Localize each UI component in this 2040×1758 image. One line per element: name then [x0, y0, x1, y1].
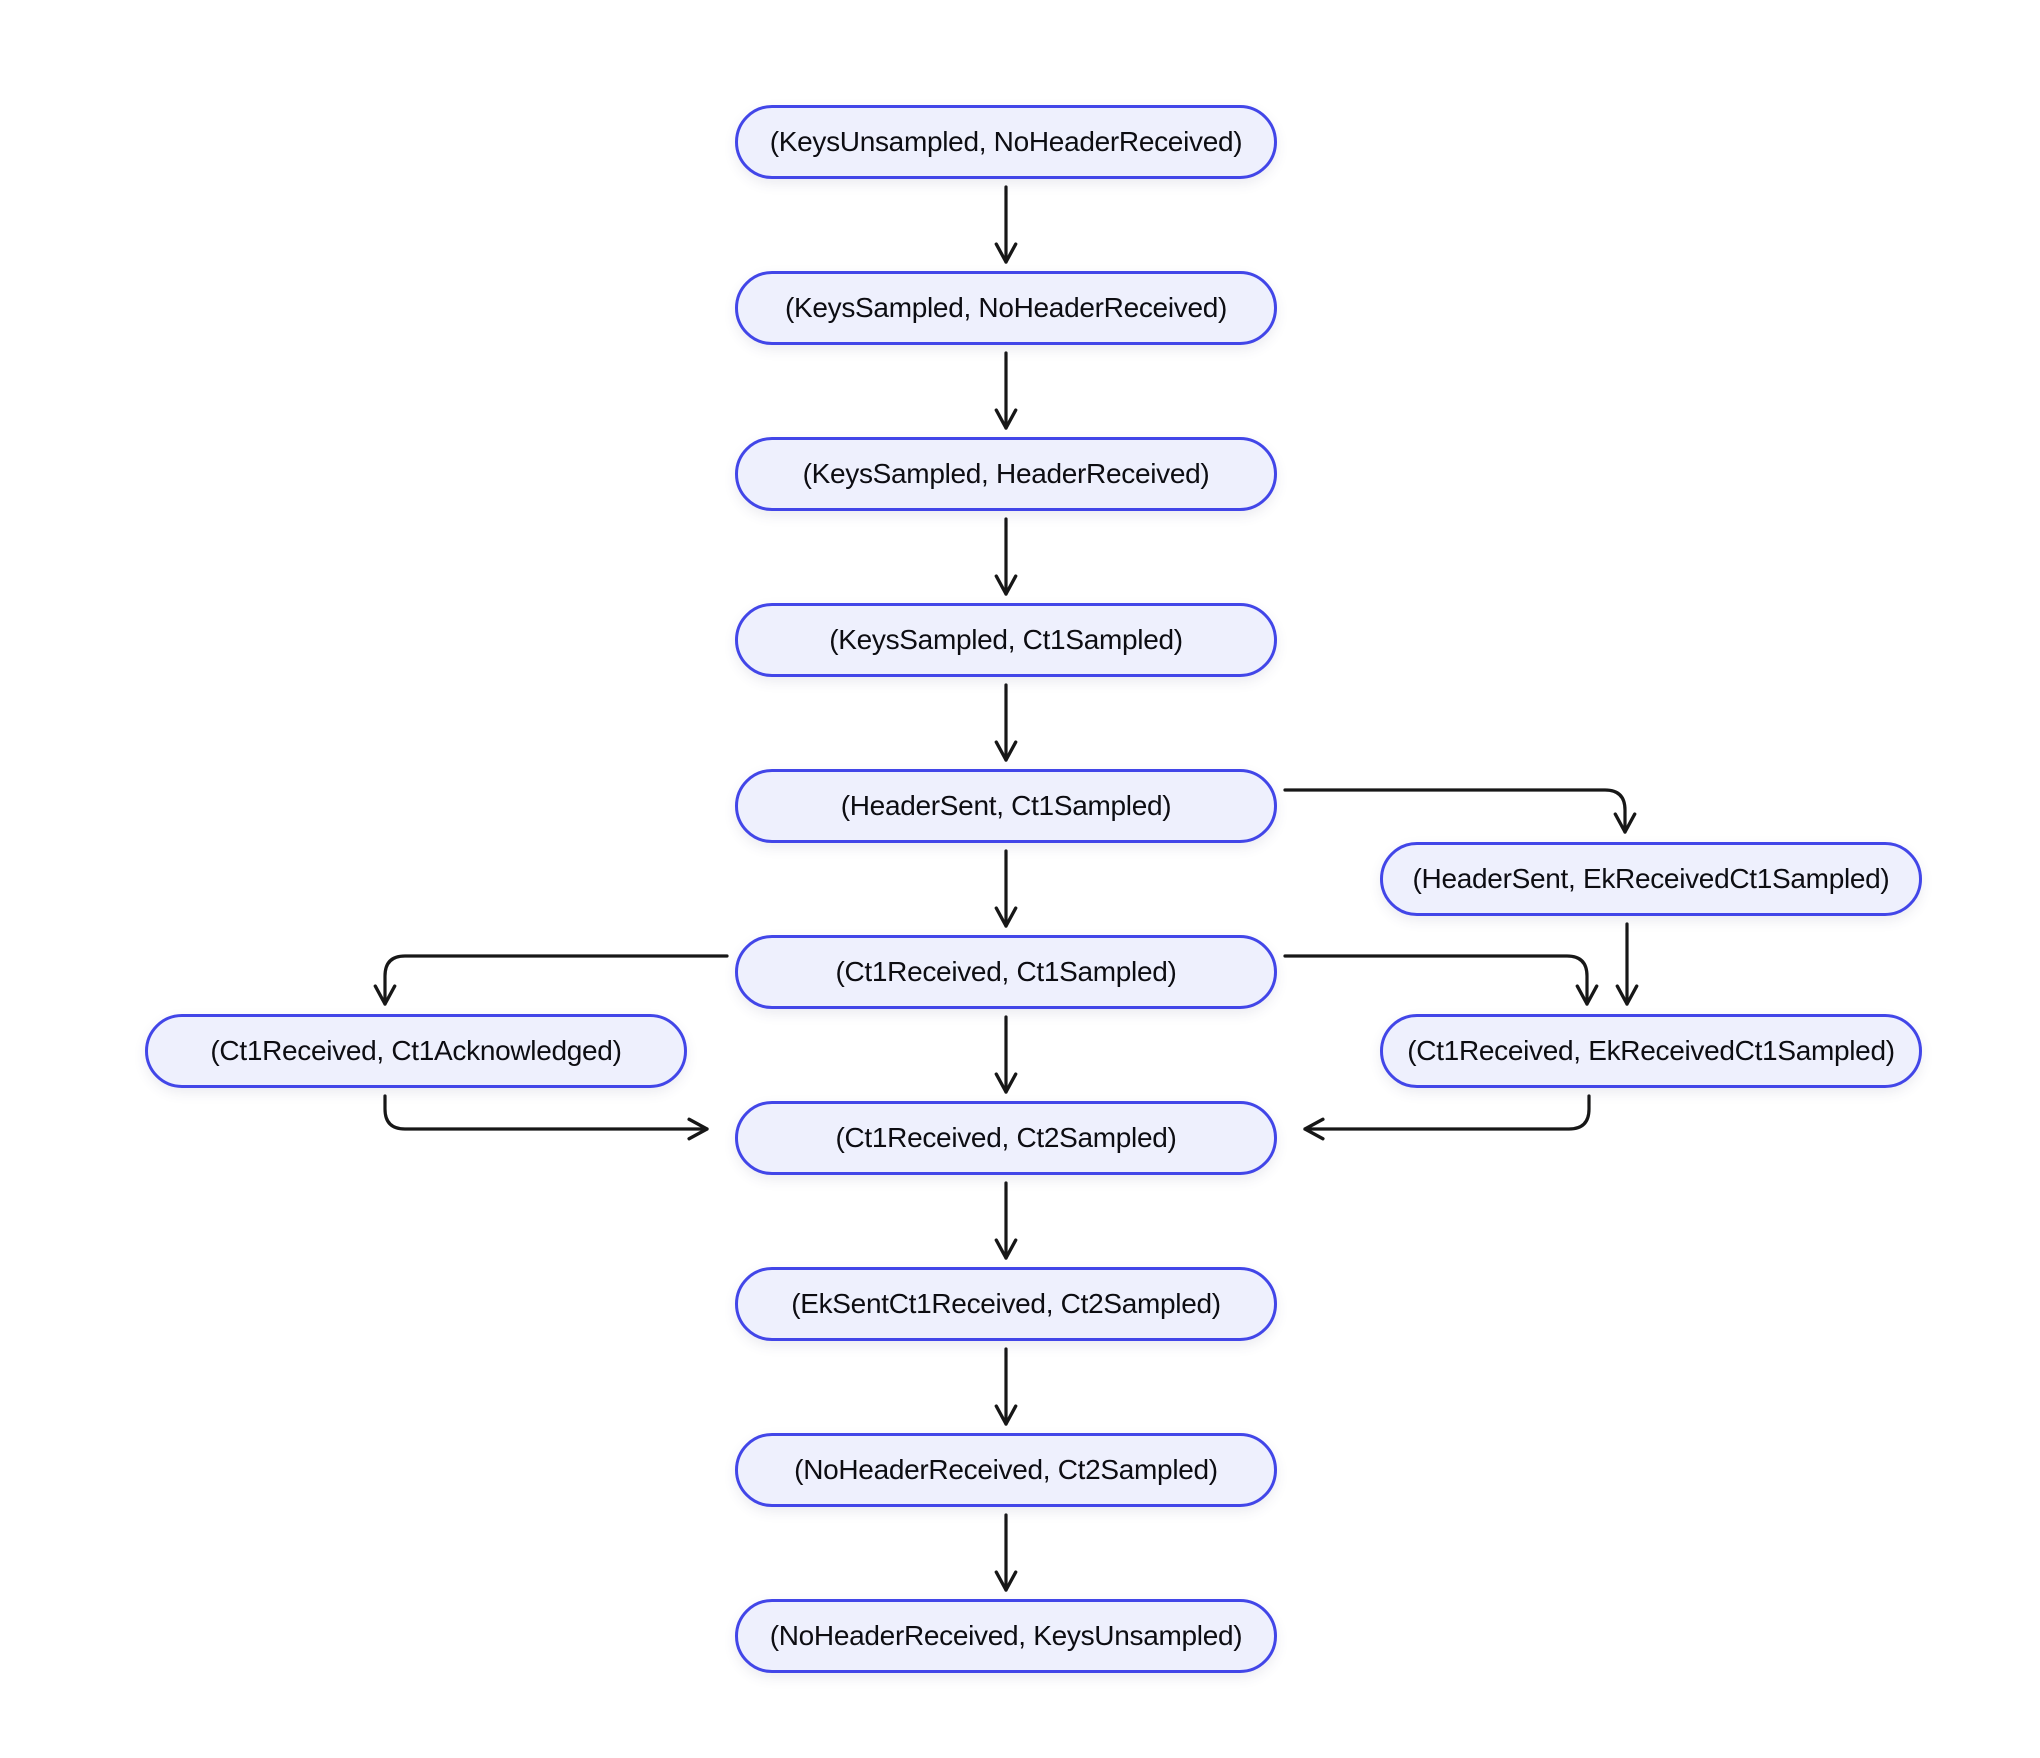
state-node-keyssampled-ct1sampled: (KeysSampled, Ct1Sampled) [735, 603, 1277, 677]
state-node-keysunsampled-noheaderreceived: (KeysUnsampled, NoHeaderReceived) [735, 105, 1277, 179]
state-node-noheaderreceived-keysunsampled: (NoHeaderReceived, KeysUnsampled) [735, 1599, 1277, 1673]
state-node-headersent-ct1sampled: (HeaderSent, Ct1Sampled) [735, 769, 1277, 843]
arrow-ct1received-ct1sampled-to-ct1received-ct1acknowledged [373, 954, 729, 1006]
state-node-ct1received-ekreceivedct1sampled: (Ct1Received, EkReceivedCt1Sampled) [1380, 1014, 1922, 1088]
state-node-ct1received-ct1acknowledged: (Ct1Received, Ct1Acknowledged) [145, 1014, 687, 1088]
state-node-ct1received-ct1sampled: (Ct1Received, Ct1Sampled) [735, 935, 1277, 1009]
state-node-headersent-ekreceivedct1sampled: (HeaderSent, EkReceivedCt1Sampled) [1380, 842, 1922, 916]
state-node-eksentct1received-ct2sampled: (EkSentCt1Received, Ct2Sampled) [735, 1267, 1277, 1341]
state-node-noheaderreceived-ct2sampled: (NoHeaderReceived, Ct2Sampled) [735, 1433, 1277, 1507]
state-node-keyssampled-noheaderreceived: (KeysSampled, NoHeaderReceived) [735, 271, 1277, 345]
arrow-ct1received-ct1sampled-to-ct1received-ekreceivedct1sampled [1283, 954, 1599, 1006]
arrow-headersent-ct1sampled-to-headersent-ekreceivedct1sampled [1283, 788, 1637, 834]
arrow-ct1received-ekreceivedct1sampled-to-ct1received-ct2sampled [1303, 1094, 1591, 1141]
state-node-keyssampled-headerreceived: (KeysSampled, HeaderReceived) [735, 437, 1277, 511]
state-node-ct1received-ct2sampled: (Ct1Received, Ct2Sampled) [735, 1101, 1277, 1175]
arrow-ct1received-ct1acknowledged-to-ct1received-ct2sampled [383, 1094, 709, 1141]
